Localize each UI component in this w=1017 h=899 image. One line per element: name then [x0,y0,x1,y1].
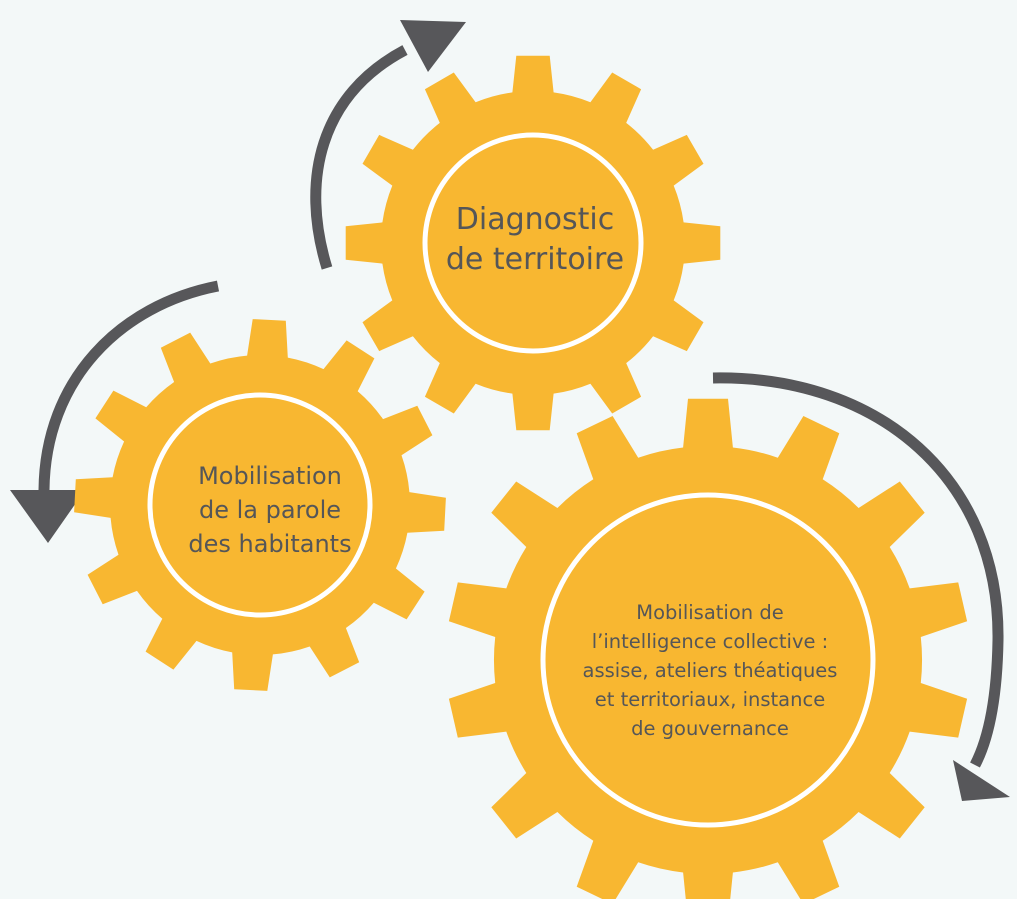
gear-intelligence-line-2: l’intelligence collective : [591,629,829,653]
gear-intelligence-line-5: de gouvernance [631,716,789,740]
gear-intelligence-line-3: assise, ateliers théatiques [582,658,838,682]
gear-parole-line-3: des habitants [188,530,352,558]
gear-parole-line-2: de la parole [198,496,341,524]
gear-intelligence-line-1: Mobilisation de [636,600,784,624]
gear-parole-line-1: Mobilisation [198,462,342,490]
curved-arrow-down-left-icon [10,280,220,543]
curved-arrow-up-right-icon [310,20,466,270]
gear-diagnostic-line-1: Diagnostic [455,202,615,237]
gear-intelligence-line-4: et territoriaux, instance [594,687,826,711]
gear-intelligence [448,398,968,899]
gear-intelligence-ring [540,492,876,828]
curved-arrow-down-right-icon [712,372,1010,801]
gear-diagnostic-line-2: de territoire [445,242,625,277]
gear-parole [74,319,446,691]
gear-diagnostic-ring [422,132,644,354]
gear-parole-ring [147,392,373,618]
gear-diagnostic-label: Diagnostic de territoire [430,175,640,305]
gear-parole-label: Mobilisation de la parole des habitants [160,440,380,580]
gear-diagnostic [345,55,721,431]
gear-intelligence-label: Mobilisation de l’intelligence collectiv… [545,570,875,770]
